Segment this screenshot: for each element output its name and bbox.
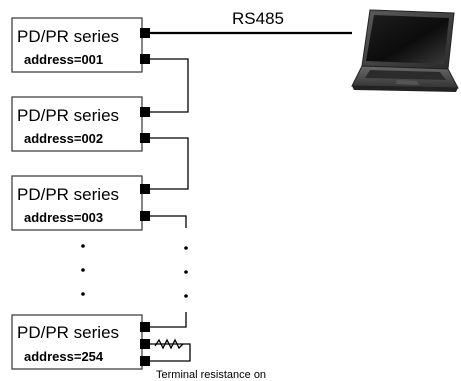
terminal-wire-a xyxy=(150,343,191,362)
ellipsis-dot xyxy=(81,292,85,296)
device-1-title: PD/PR series xyxy=(17,27,119,46)
device-box-2-frame xyxy=(11,96,143,152)
device-4-terminal-bottom xyxy=(140,356,150,366)
device-4-address: address=254 xyxy=(24,349,104,364)
daisy-chain-wire-up-4 xyxy=(150,312,187,328)
device-2-address: address=002 xyxy=(24,131,103,146)
ellipsis-dot xyxy=(81,244,85,248)
daisy-chain-wire-1-2 xyxy=(150,58,189,113)
device-4-title: PD/PR series xyxy=(17,323,119,342)
ellipsis-dot xyxy=(81,268,85,272)
device-box-4: PD/PR series address=254 xyxy=(11,314,150,370)
device-box-2: PD/PR series address=002 xyxy=(11,96,150,152)
device-2-terminal-bottom xyxy=(140,133,150,143)
device-3-title: PD/PR series xyxy=(17,185,119,204)
device-3-address: address=003 xyxy=(24,210,103,225)
ellipsis-dot xyxy=(184,294,188,298)
device-1-address: address=001 xyxy=(24,52,103,67)
device-1-terminal-bottom xyxy=(140,54,150,64)
device-2-title: PD/PR series xyxy=(17,106,119,125)
device-4-terminal-mid xyxy=(140,339,150,349)
device-box-1: PD/PR series address=001 xyxy=(11,17,150,73)
device-2-terminal-top xyxy=(140,107,150,117)
ellipsis-dot xyxy=(184,270,188,274)
ellipsis-dots xyxy=(81,244,188,298)
device-box-3: PD/PR series address=003 xyxy=(11,175,150,231)
device-box-1-frame xyxy=(11,17,143,73)
device-3-terminal-top xyxy=(140,184,150,194)
terminal-resistance-caption: Terminal resistance on xyxy=(156,369,266,381)
device-box-3-frame xyxy=(11,175,143,231)
device-3-terminal-bottom xyxy=(140,211,150,221)
ellipsis-dot xyxy=(184,246,188,250)
rs485-label: RS485 xyxy=(232,9,284,28)
laptop-icon xyxy=(351,9,459,92)
device-4-terminal-top xyxy=(140,322,150,332)
wiring xyxy=(150,31,352,362)
daisy-chain-wire-2-3 xyxy=(150,137,189,190)
resistor-icon xyxy=(154,338,184,350)
device-1-terminal-top xyxy=(140,28,150,38)
device-box-4-frame xyxy=(11,314,143,370)
daisy-chain-wire-3-down xyxy=(150,215,187,228)
